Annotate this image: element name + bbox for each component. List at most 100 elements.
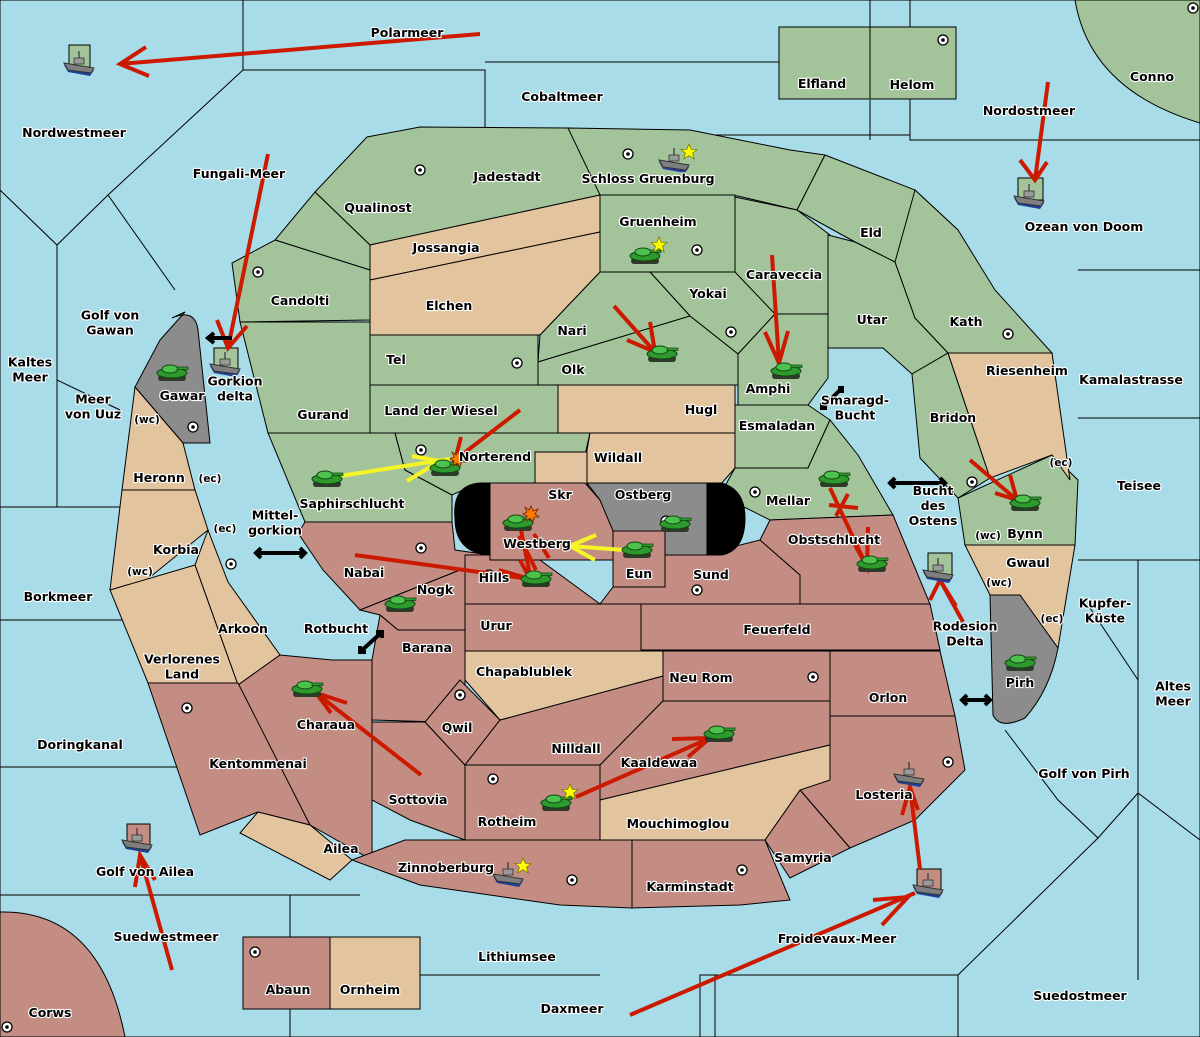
label-golf-von-ailea: Golf von Ailea [96,864,194,879]
supply-center-icon [691,584,703,596]
province-elfland[interactable] [778,26,871,100]
province-korbia[interactable] [109,489,209,596]
supply-center-icon [1,1021,13,1033]
label-kentommenai: Kentommenai [209,756,307,771]
supply-center-icon [1187,2,1199,14]
label-barana: Barana [402,640,452,655]
province-orlon[interactable] [829,650,956,717]
label-mellar: Mellar [766,493,811,508]
province-rotheim[interactable] [464,764,601,841]
province-elchen[interactable] [369,231,601,336]
label-amphi: Amphi [746,381,791,396]
supply-center-icon [249,946,261,958]
label-nabai: Nabai [344,565,385,580]
province-feuerfeld[interactable] [640,603,941,651]
move-arrow-polarmeer [115,32,481,78]
supply-center-icon [414,164,426,176]
label-ozean-von-doom: Ozean von Doom [1025,219,1144,234]
label-eun: Eun [626,566,652,581]
label-kaaldewaa: Kaaldewaa [621,755,698,770]
label-bridon: Bridon [930,410,976,425]
label-samyria: Samyria [774,850,832,865]
label-chapablublek: Chapablublek [476,664,573,679]
label-hills: Hills [479,570,510,585]
impassable-east-cap [706,482,746,556]
label-charaua: Charaua [297,717,355,732]
label-kupfer-kueste: Kupfer-Küste [1079,596,1132,626]
label-teisee: Teisee [1117,478,1161,493]
label-nogk: Nogk [417,582,454,597]
green-region [231,126,1079,546]
label-karminstadt: Karminstadt [646,879,733,894]
province-zinnoberburg[interactable] [350,839,633,909]
supply-center-icon [511,357,523,369]
label-suedwestmeer: Suedwestmeer [114,929,220,944]
adjacency-arrows [204,331,993,707]
province-mouchimoglou[interactable] [599,744,831,841]
province-corws[interactable] [0,911,126,1037]
label-riesenheim: Riesenheim [986,363,1068,378]
province-ornheim[interactable] [329,936,421,1010]
supply-center-icon [454,689,466,701]
label-rotheim: Rotheim [478,814,537,829]
province-gruenheim[interactable] [599,194,736,273]
red-region [147,482,966,909]
province-eun[interactable] [612,530,666,588]
label-heronn: Heronn [133,470,185,485]
label-gurand: Gurand [297,407,349,422]
supply-center-icon [749,486,761,498]
arrow-rodesion-delta [959,693,993,707]
province-urur[interactable] [464,603,642,652]
label-tel: Tel [386,352,406,367]
label-ailea: Ailea [323,841,358,856]
label-mittelgorkion: Mittel-gorkion [248,508,302,538]
label-wildall: Wildall [594,450,642,465]
label-golf-von-pirh: Golf von Pirh [1038,766,1129,781]
supply-center-icon [942,756,954,768]
support-arrow-eun [565,533,625,562]
label-obstschlucht: Obstschlucht [788,532,880,547]
supply-center-icon [937,34,949,46]
arrow-bucht-des-ostens [887,476,948,490]
label-cobaltmeer: Cobaltmeer [521,89,603,104]
label-gwaul: Gwaul [1006,555,1049,570]
label-helom: Helom [890,77,935,92]
coast-marker-ec: (ec) [1041,613,1064,625]
arrow-rotbucht [358,630,384,654]
coast-marker-wc: (wc) [975,530,1001,542]
label-eld: Eld [860,225,882,240]
coast-marker-ec: (ec) [1050,457,1073,469]
label-lithiumsee: Lithiumsee [478,949,556,964]
label-borkmeer: Borkmeer [24,589,94,604]
move-arrow-nordostmeer [1018,81,1050,184]
move-arrow-westberg [517,529,551,576]
label-corws: Corws [29,1005,72,1020]
label-utar: Utar [857,312,889,327]
cut-marker-mellar [828,493,859,517]
label-elfland: Elfland [798,76,846,91]
province-karminstadt[interactable] [631,839,791,909]
province-chapablublek[interactable] [464,650,664,721]
label-ostberg: Ostberg [615,487,672,502]
label-kath: Kath [950,314,983,329]
label-feuerfeld: Feuerfeld [743,622,810,637]
label-candolti: Candolti [271,293,330,308]
label-fungali-meer: Fungali-Meer [193,166,286,181]
label-neu-rom: Neu Rom [669,670,732,685]
impassable-west-cap [454,482,491,556]
label-gruenheim: Gruenheim [619,214,696,229]
coast-marker-wc: (wc) [134,414,160,426]
supply-center-icon [807,671,819,683]
label-schloss-gruenburg: Schloss Gruenburg [581,171,714,186]
label-bynn: Bynn [1007,526,1042,541]
label-norterend: Norterend [459,449,531,464]
province-riesenheim[interactable] [947,352,1071,481]
labels: PolarmeerCobaltmeerNordwestmeerNordostme… [7,24,1193,1021]
province-ailea[interactable] [239,811,353,881]
province-candolti[interactable] [231,239,371,323]
supply-center-icon [691,244,703,256]
